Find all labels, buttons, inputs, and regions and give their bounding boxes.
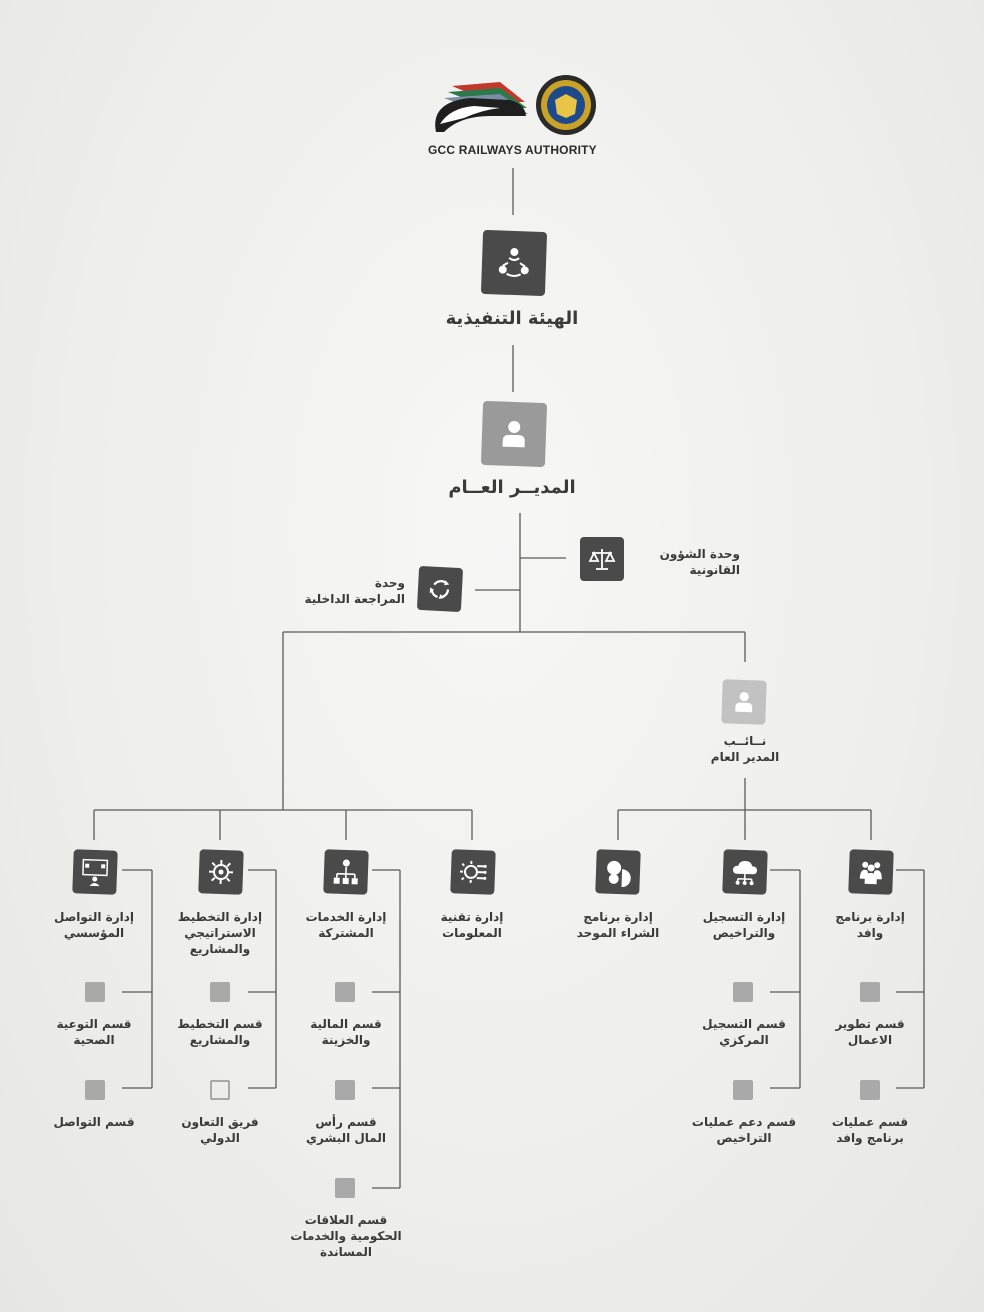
section-marker: [85, 982, 105, 1002]
group-icon: [859, 861, 882, 885]
audit-unit-label: وحدة المراجعة الداخلية: [304, 576, 405, 606]
executive-label: الهيئة التنفيذية: [445, 308, 579, 329]
recycle-icon: [429, 580, 450, 599]
people-network-icon: [498, 248, 529, 277]
section-human-capital[interactable]: قسم رأس المال البشري: [306, 1115, 386, 1145]
section-international-cooperation[interactable]: فريق التعاون الدولي: [181, 1115, 259, 1145]
section-wafid-operations[interactable]: قسم عمليات برنامج وافد: [831, 1115, 909, 1145]
director-label: المديــر العــام: [448, 477, 576, 498]
dept-it-label: إدارة تقنية المعلومات: [440, 910, 504, 940]
dept-shared-label: إدارة الخدمات المشتركة: [305, 910, 387, 940]
section-business-development[interactable]: قسم تطوير الاعمال: [835, 1017, 905, 1047]
dept-planning-label: إدارة التخطيط الاستراتيجي والمشاريع: [177, 910, 263, 956]
section-marker: [733, 1080, 753, 1100]
executive-icon-box[interactable]: [480, 229, 548, 297]
section-marker: [335, 1178, 355, 1198]
dept-procurement-label: إدارة برنامج الشراء الموحد: [576, 910, 660, 940]
section-central-registration[interactable]: قسم التسجيل المركزي: [702, 1017, 786, 1047]
brand-text: GCC RAILWAYS AUTHORITY: [428, 143, 597, 157]
dept-shared-icon-box[interactable]: [323, 849, 369, 895]
section-marker: [335, 1080, 355, 1100]
director-icon-box[interactable]: [480, 400, 548, 468]
dept-wafid-label: إدارة برنامج وافد: [835, 910, 905, 940]
dept-communication-label: إدارة التواصل المؤسسي: [53, 910, 134, 940]
legal-unit-label: وحدة الشؤون القانونية: [659, 547, 740, 577]
section-government-relations[interactable]: قسم العلاقات الحكومية والخدمات المساندة: [290, 1213, 402, 1259]
gear-target-icon: [208, 859, 234, 885]
section-licensing-support[interactable]: قسم دعم عمليات التراخيص: [691, 1115, 797, 1145]
dept-communication-icon-box[interactable]: [72, 849, 118, 895]
tech-gear-icon: [459, 860, 487, 883]
dept-planning-icon-box[interactable]: [198, 849, 244, 895]
section-marker: [733, 982, 753, 1002]
section-marker: [85, 1080, 105, 1100]
legal-unit-icon-box[interactable]: [580, 537, 624, 581]
section-planning-projects[interactable]: قسم التخطيط والمشاريع: [177, 1017, 263, 1047]
gcc-emblem-logo: [535, 74, 597, 136]
section-marker-outline: [210, 1080, 230, 1100]
train-logo: [430, 72, 530, 136]
audit-unit-icon-box[interactable]: [416, 565, 464, 613]
section-health-awareness[interactable]: قسم التوعية الصحية: [56, 1017, 132, 1047]
dept-registration-icon-box[interactable]: [722, 849, 768, 895]
dept-it-icon-box[interactable]: [450, 849, 496, 895]
section-communication[interactable]: قسم التواصل: [53, 1115, 135, 1129]
deputy-label: نــائــب المدير العام: [710, 734, 780, 764]
presentation-icon: [82, 858, 109, 887]
dept-procurement-icon-box[interactable]: [595, 849, 641, 895]
section-finance-treasury[interactable]: قسم المالية والخزينة: [310, 1017, 382, 1047]
section-marker: [860, 982, 880, 1002]
cloud-network-icon: [733, 861, 758, 886]
section-marker: [210, 982, 230, 1002]
section-marker: [335, 982, 355, 1002]
scales-icon: [588, 549, 616, 570]
pie-chart-icon: [607, 860, 631, 888]
section-marker: [860, 1080, 880, 1100]
dept-wafid-icon-box[interactable]: [848, 849, 894, 895]
person-icon-deputy: [735, 692, 753, 713]
hierarchy-gear-icon: [333, 859, 358, 885]
dept-registration-label: إدارة التسجيل والتراخيص: [702, 910, 786, 940]
deputy-icon-box[interactable]: [721, 679, 767, 725]
person-icon: [502, 421, 525, 448]
